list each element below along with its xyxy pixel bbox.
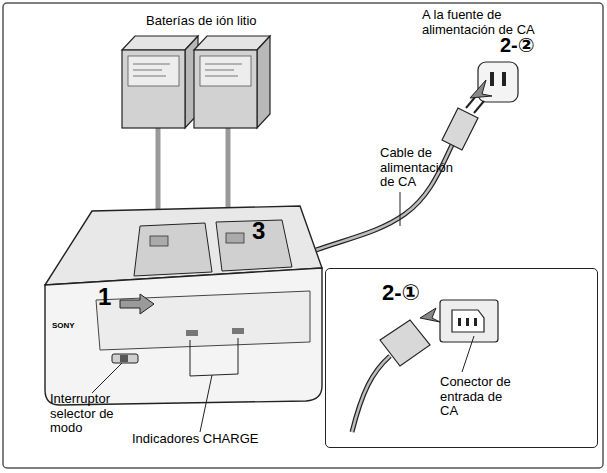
insert-arrow <box>470 80 492 98</box>
part-label: A la fuente de alimentación de CA <box>422 8 547 37</box>
slot-contact <box>150 236 168 246</box>
battery-side <box>257 36 270 128</box>
charger-front <box>45 268 322 405</box>
part-label: Conector de entrada de CA <box>440 375 520 419</box>
insert-arrow <box>420 308 440 322</box>
mode-switch <box>112 354 138 363</box>
battery-print <box>133 64 170 65</box>
battery-print <box>205 76 238 77</box>
battery-label-area <box>128 56 179 86</box>
battery-print <box>133 70 162 71</box>
battery-front <box>122 50 185 128</box>
outlet-slot <box>490 72 494 86</box>
front-panel <box>96 291 310 350</box>
inset-box: 2-① Conector de entrada de CA <box>325 268 598 448</box>
callout-number: 1 <box>98 284 128 311</box>
leader-line <box>200 375 212 432</box>
callout-number: 2-① <box>382 281 452 306</box>
indicator-bracket <box>190 338 238 376</box>
brand-logo: SONY <box>52 322 92 331</box>
charge-lamp <box>232 328 244 334</box>
charger-side-panel <box>440 300 498 342</box>
part-label: Interruptor selector de modo <box>50 392 125 436</box>
leader-line <box>400 192 401 226</box>
battery-print <box>205 70 234 71</box>
inlet-pin <box>458 318 461 326</box>
battery-print <box>205 64 242 65</box>
power-plug <box>442 108 478 150</box>
leader-line <box>92 363 122 393</box>
callout-number: 2-② <box>500 34 560 56</box>
part-label: Indicadores CHARGE <box>132 432 332 447</box>
outlet-slot <box>502 72 506 86</box>
battery-front <box>194 50 257 128</box>
connector-cable-core <box>352 356 390 432</box>
leader-line <box>462 336 474 372</box>
inlet-pin <box>466 318 469 326</box>
mode-switch-knob <box>120 355 128 362</box>
battery-label-area <box>200 56 251 86</box>
charge-lamp <box>186 330 198 336</box>
plug-prong <box>474 101 484 113</box>
part-label: Cable de alimentación de CA <box>380 146 465 190</box>
part-label: Baterías de ión litio <box>146 14 306 29</box>
slide-arrow <box>120 294 154 314</box>
inlet-pin <box>474 318 477 326</box>
slot-contact <box>226 233 244 243</box>
figure-frame <box>3 3 603 468</box>
battery-slot <box>134 223 212 276</box>
battery-print <box>133 76 166 77</box>
callout-number: 3 <box>252 218 282 245</box>
connector-cable <box>352 356 390 432</box>
ac-inlet <box>452 310 484 332</box>
